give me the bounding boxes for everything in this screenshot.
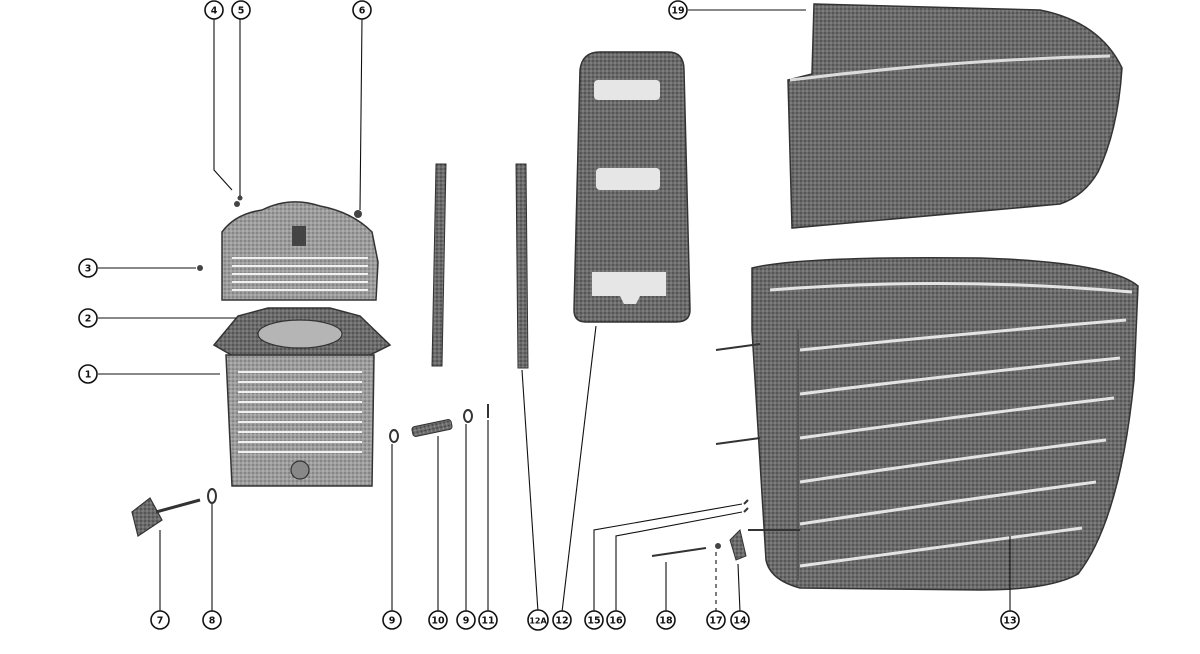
callout-17-label: 17 (709, 616, 722, 627)
callout-13-label: 13 (1003, 616, 1016, 627)
upper-grille-part (221, 201, 379, 301)
screw-part-16 (743, 507, 749, 513)
callout-9-right: 9 (456, 610, 476, 630)
callout-3-label: 3 (85, 264, 92, 275)
callout-4-label: 4 (211, 6, 218, 17)
moulding-strip-left (431, 163, 447, 367)
moulding-strip-part-12a (515, 163, 529, 369)
callout-6-label: 6 (359, 6, 366, 17)
callout-12a-label: 12A (529, 617, 547, 626)
screw-part-15 (743, 499, 749, 505)
callout-15-label: 15 (587, 616, 600, 627)
screw-part-3 (197, 265, 203, 271)
bolt-part-7 (131, 497, 201, 537)
callout-7: 7 (150, 610, 170, 630)
callout-13: 13 (1000, 610, 1020, 630)
callout-11-label: 11 (481, 616, 494, 627)
callout-12: 12 (552, 610, 572, 630)
grommet-part-8 (207, 488, 217, 504)
clip-part-6 (354, 210, 362, 218)
callout-14: 14 (730, 610, 750, 630)
callout-6: 6 (352, 0, 372, 20)
grille-emblem-part (212, 307, 392, 361)
fender-part-19 (787, 3, 1123, 229)
callout-12a: 12A (527, 609, 549, 631)
callout-1-label: 1 (85, 370, 92, 381)
callout-19: 19 (668, 0, 688, 20)
callout-10-label: 10 (431, 616, 445, 627)
callout-2: 2 (78, 308, 98, 328)
callout-5-label: 5 (238, 6, 245, 17)
callout-9-left-label: 9 (389, 616, 396, 627)
clip-part-14 (729, 529, 747, 561)
callout-12-label: 12 (555, 616, 568, 627)
side-grille-part-13 (715, 256, 1139, 591)
callout-10: 10 (428, 610, 448, 630)
washer-part-5 (237, 195, 243, 201)
callout-4: 4 (204, 0, 224, 20)
panel-part-12 (573, 51, 691, 323)
callout-8: 8 (202, 610, 222, 630)
callout-17: 17 (706, 610, 726, 630)
washer-part-9-right (463, 409, 473, 423)
spring-part-10 (411, 419, 453, 437)
callout-3: 3 (78, 258, 98, 278)
callout-1: 1 (78, 364, 98, 384)
callout-14-label: 14 (733, 616, 747, 627)
callout-9-right-label: 9 (463, 616, 470, 627)
callout-18: 18 (656, 610, 676, 630)
lower-grille-part (225, 354, 375, 487)
callout-8-label: 8 (209, 616, 216, 627)
callout-19-label: 19 (671, 6, 684, 17)
washer-part-9-left (389, 429, 399, 443)
callout-18-label: 18 (659, 616, 673, 627)
callout-11: 11 (478, 610, 498, 630)
callout-9-left: 9 (382, 610, 402, 630)
callout-16-label: 16 (609, 616, 623, 627)
nut-part-4 (234, 201, 240, 207)
callout-7-label: 7 (157, 616, 164, 627)
bolt-part-18 (651, 547, 707, 557)
callout-15: 15 (584, 610, 604, 630)
leader-lines (98, 9, 1011, 613)
nut-part-17 (715, 543, 721, 549)
callout-2-label: 2 (85, 314, 92, 325)
callout-16: 16 (606, 610, 626, 630)
callout-5: 5 (231, 0, 251, 20)
